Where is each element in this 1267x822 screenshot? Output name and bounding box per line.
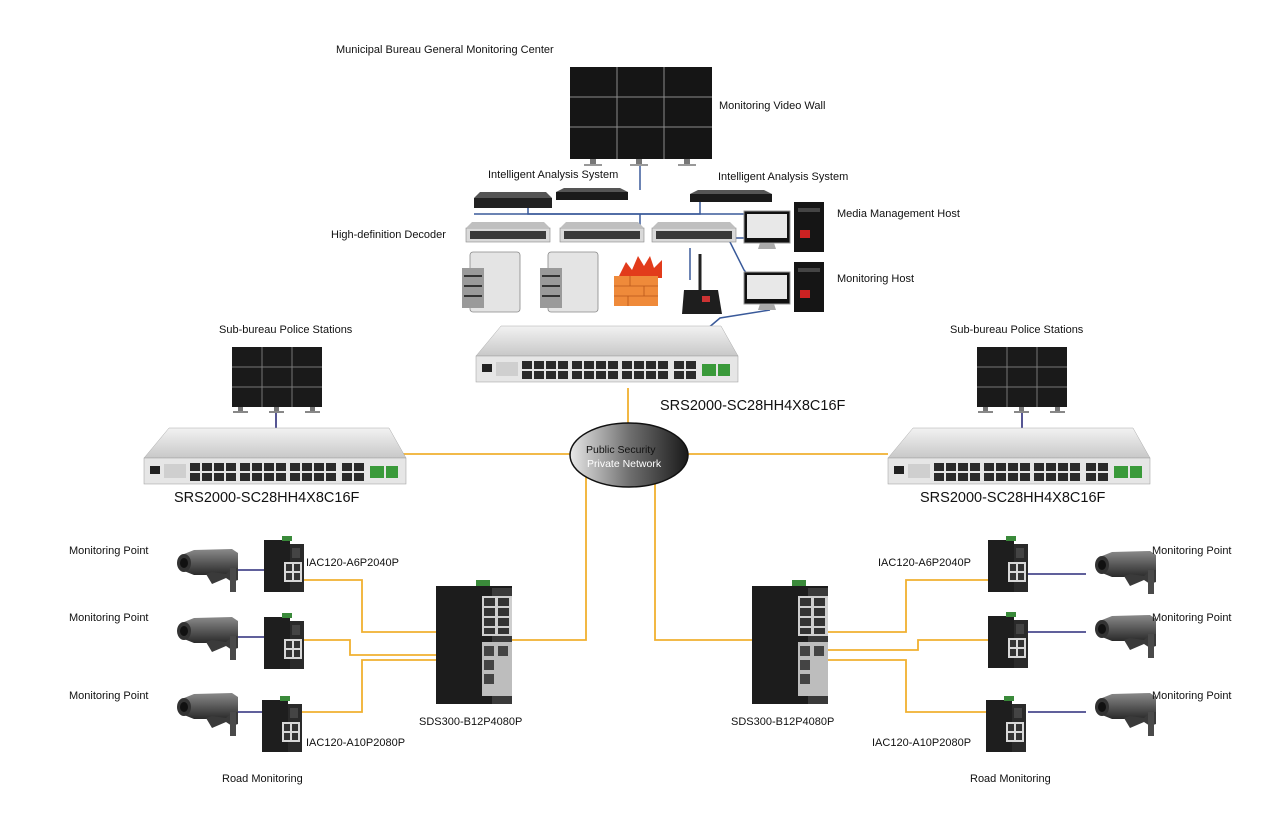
left-access-switch-1-image [264, 536, 304, 592]
right-station-label: Sub-bureau Police Stations [950, 324, 1084, 336]
cloud-label-line1: Public Security [586, 444, 656, 456]
center-title: Municipal Bureau General Monitoring Cent… [336, 44, 554, 56]
cloud-image [569, 422, 689, 488]
left-access-switch-3-image [262, 696, 302, 752]
left-camera-1-image [177, 549, 238, 592]
right-access-bottom-label: IAC120-A10P2080P [872, 737, 972, 749]
right-switch-label: SRS2000-SC28HH4X8C16F [920, 490, 1106, 506]
left-aggregation-switch-image [436, 580, 512, 704]
video-wall-label: Monitoring Video Wall [719, 100, 826, 112]
right-access-top-label: IAC120-A6P2040P [878, 557, 971, 569]
monitoring-host-image [743, 262, 824, 312]
right-station-switch-image [887, 427, 1151, 485]
right-camera-1-image [1095, 551, 1156, 594]
decoder-units [465, 222, 737, 243]
right-point-3-label: Monitoring Point [1152, 690, 1232, 702]
right-station-wall-image [976, 346, 1068, 414]
fiber-links [298, 388, 990, 713]
right-access-switch-1-image [988, 536, 1028, 592]
left-point-3-label: Monitoring Point [69, 690, 149, 702]
left-road-label: Road Monitoring [222, 773, 303, 785]
cloud-label-line2: Private Network [587, 458, 662, 470]
analysis-right-label: Intelligent Analysis System [718, 171, 849, 183]
core-switch-label: SRS2000-SC28HH4X8C16F [660, 398, 846, 414]
right-access-switch-3-image [986, 696, 1026, 752]
right-road-label: Road Monitoring [970, 773, 1051, 785]
left-aggregation-label: SDS300-B12P4080P [419, 716, 523, 728]
left-station-label: Sub-bureau Police Stations [219, 324, 353, 336]
left-access-bottom-label: IAC120-A10P2080P [306, 737, 406, 749]
media-host-label: Media Management Host [837, 208, 960, 220]
left-point-2-label: Monitoring Point [69, 612, 149, 624]
analysis-system-mid-image [556, 188, 628, 200]
left-camera-3-image [177, 693, 238, 736]
left-point-1-label: Monitoring Point [69, 545, 149, 557]
video-wall-image [570, 67, 712, 166]
left-station-wall-image [231, 346, 323, 414]
left-access-switch-2-image [264, 613, 304, 669]
left-access-top-label: IAC120-A6P2040P [306, 557, 399, 569]
left-station-switch-image [143, 427, 407, 485]
right-point-2-label: Monitoring Point [1152, 612, 1232, 624]
right-camera-3-image [1095, 693, 1156, 736]
wireless-device-image [682, 254, 722, 314]
media-host-image [743, 202, 824, 252]
right-point-1-label: Monitoring Point [1152, 545, 1232, 557]
right-aggregation-label: SDS300-B12P4080P [731, 716, 835, 728]
monitoring-host-label: Monitoring Host [837, 273, 915, 285]
left-camera-2-image [177, 617, 238, 660]
core-switch-image [475, 325, 739, 383]
right-aggregation-switch-image [752, 580, 828, 704]
analysis-system-right-image [690, 190, 772, 202]
storage-array-image [462, 251, 599, 313]
analysis-left-label: Intelligent Analysis System [488, 169, 619, 181]
right-camera-2-image [1095, 615, 1156, 658]
analysis-system-left-image [474, 192, 552, 208]
right-access-switch-2-image [988, 612, 1028, 668]
left-switch-label: SRS2000-SC28HH4X8C16F [174, 490, 360, 506]
firewall-image [614, 256, 662, 306]
decoder-label: High-definition Decoder [331, 229, 446, 241]
